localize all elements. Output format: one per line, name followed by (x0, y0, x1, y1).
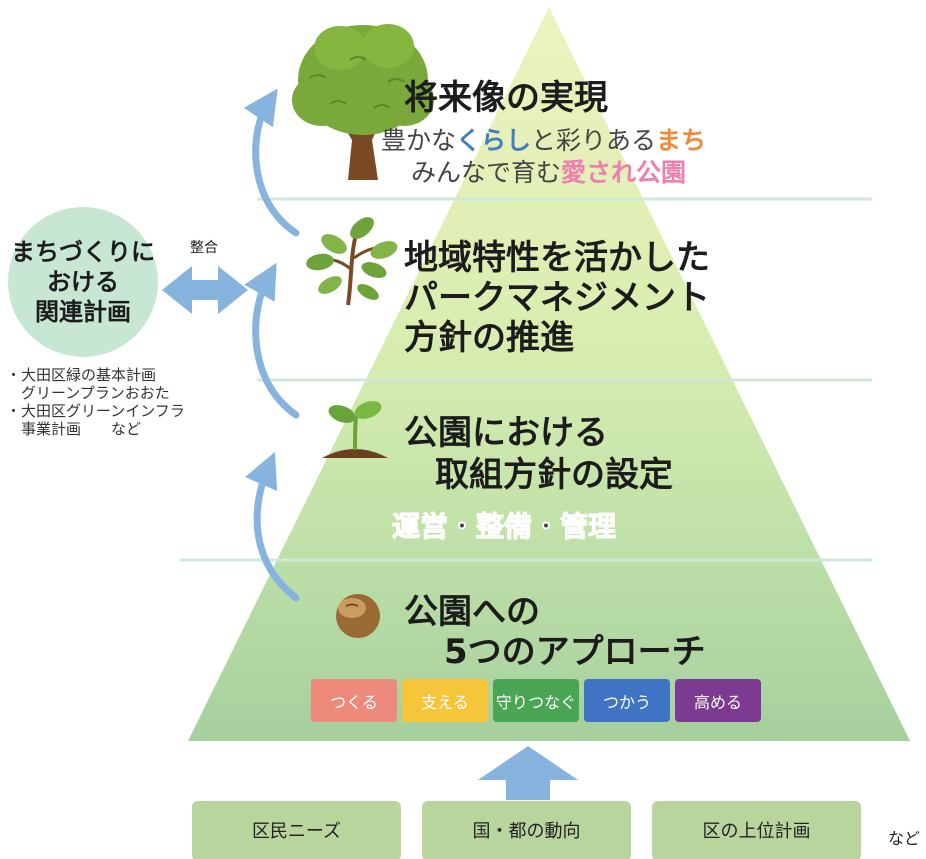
alignment-label: 整合 (190, 240, 218, 256)
double-arrow (162, 266, 248, 314)
policy-tags: 運営・整備・管理 (391, 505, 617, 545)
vision-highlight-machi: まち (656, 126, 707, 155)
vision-text-3: みんなで育む (411, 158, 562, 187)
level-dividers (180, 197, 872, 562)
level3-title-line1: 地域特性を活かした (404, 238, 710, 278)
related-plans-label: まちづくりに おける 関連計画 (11, 238, 155, 326)
tag-sep-2: ・ (532, 510, 561, 544)
input-resident-needs: 区民ニーズ (251, 821, 342, 842)
tag-sep-1: ・ (448, 510, 477, 544)
level4-title: 将来像の実現 (404, 78, 608, 118)
vision-text-2: と彩りある (531, 126, 657, 155)
level2-title-line2: 取組方針の設定 (435, 455, 673, 495)
approach-sasaeru: 支える (402, 679, 488, 722)
vision-highlight-aisare: 愛され公園 (561, 158, 687, 187)
note-line: 事業計画 など (6, 420, 142, 438)
level1-title-line1: 公園への (404, 592, 540, 632)
approach-tsukuru: つくる (311, 679, 397, 722)
approach-takameru: 高める (675, 679, 761, 722)
level3-title-line2: パークマネジメント (404, 278, 710, 318)
related-plans-circle: まちづくりに おける 関連計画 (8, 207, 158, 357)
approach-tsukau: つかう (584, 679, 670, 722)
level2-title-line1: 公園における (404, 413, 608, 453)
tag-unei: 運営 (391, 510, 449, 544)
approach-mamoritsunagu: 守りつなぐ (493, 679, 579, 722)
note-line: グリーンプランおおた (6, 384, 170, 402)
tag-seibi: 整備 (476, 510, 533, 544)
pyramid-body (188, 7, 910, 741)
sprout-icon (322, 401, 388, 458)
tree-icon (292, 24, 434, 180)
upward-arrows (243, 88, 300, 602)
approach-list: つくる 支える 守りつなぐ つかう 高める (311, 679, 761, 722)
input-backgrounds (192, 801, 861, 859)
inputs-etc: など (888, 829, 921, 848)
level3-title-line3: 方針の推進 (404, 318, 574, 358)
level1-title-line2: 5つのアプローチ (444, 632, 706, 672)
vision-highlight-kurashi: くらし (456, 126, 532, 155)
input-upper-plans: 区の上位計画 (702, 821, 811, 842)
seed-icon (336, 594, 380, 638)
level4-vision-line1: 豊かなくらしと彩りあるまち (381, 126, 706, 156)
note-line: ・大田区グリーンインフラ (6, 402, 185, 420)
note-line: ・大田区緑の基本計画 (6, 366, 157, 384)
tag-kanri: 管理 (560, 510, 617, 544)
plant-icon (306, 217, 398, 306)
vision-text-1: 豊かな (381, 126, 457, 155)
input-national-trends: 国・都の動向 (472, 821, 581, 842)
level4-vision-line2: みんなで育む愛され公園 (411, 158, 686, 188)
bottom-up-arrow (478, 746, 578, 800)
related-plans-notes: ・大田区緑の基本計画 グリーンプランおおた ・大田区グリーンインフラ 事業計画 … (6, 366, 185, 438)
